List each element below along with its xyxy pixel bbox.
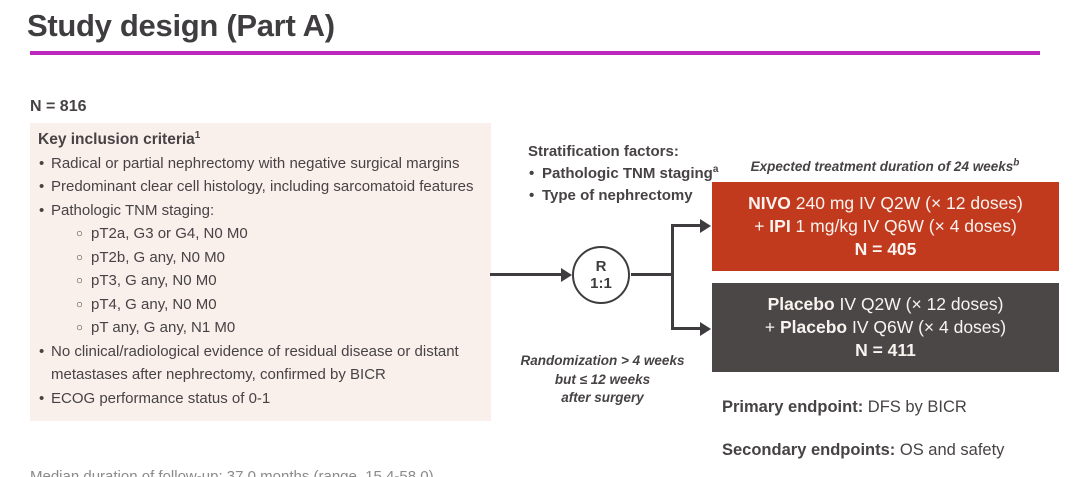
footnote-clipped: Median duration of follow-up: 37.0 month…	[30, 469, 730, 477]
arrowhead-to-randomization	[561, 267, 572, 282]
staging-sub-bullet: pT4, G any, N0 M0	[76, 293, 485, 316]
secondary-endpoint-line: Secondary endpoints: OS and safety	[722, 441, 1005, 459]
staging-sub-bullet: pT any, G any, N1 M0	[76, 316, 485, 340]
arrowhead-to-placebo-arm	[700, 321, 711, 336]
placebo-arm-box: Placebo IV Q2W (× 12 doses) + Placebo IV…	[712, 283, 1059, 372]
arm-regimen-line2: + Placebo IV Q6W (× 4 doses)	[764, 317, 1007, 337]
randomization-timing-note: Randomization > 4 weeks but ≤ 12 weeks a…	[520, 353, 685, 405]
title-divider	[30, 51, 1040, 55]
footnote-marker-b: b	[1013, 157, 1020, 169]
staging-sub-bullet: pT2a, G3 or G4, N0 M0	[76, 222, 485, 246]
flow-branch-vertical-line	[671, 224, 674, 330]
inclusion-criteria-panel: Key inclusion criteria1 Radical or parti…	[30, 123, 491, 421]
staging-sub-bullet: pT2b, G any, N0 M0	[76, 246, 485, 269]
flow-branch-bottom-line	[671, 327, 701, 330]
inclusion-bullet: Predominant clear cell histology, includ…	[38, 175, 485, 199]
arm-regimen-line1: Placebo IV Q2W (× 12 doses)	[767, 294, 1004, 314]
stratification-heading: Stratification factors:	[528, 143, 679, 160]
inclusion-bullet: ECOG performance status of 0-1	[38, 387, 485, 411]
treatment-duration-note: Expected treatment duration of 24 weeksb	[750, 157, 1020, 174]
arm-n-label: N = 411	[855, 340, 916, 360]
randomization-ratio: 1:1	[590, 275, 612, 292]
nivo-ipi-arm-box: NIVO 240 mg IV Q2W (× 12 doses) + IPI 1 …	[712, 182, 1059, 271]
arm-n-label: N = 405	[854, 239, 917, 259]
stratification-item: Pathologic TNM staginga	[528, 163, 718, 185]
stratification-item: Type of nephrectomy	[528, 185, 718, 207]
primary-endpoint-line: Primary endpoint: DFS by BICR	[722, 398, 967, 416]
inclusion-bullet: Pathologic TNM staging:	[38, 199, 485, 223]
total-enrollment-label: N = 816	[30, 98, 87, 115]
stratification-block: Stratification factors: Pathologic TNM s…	[528, 141, 718, 207]
arrowhead-to-nivo-arm	[700, 218, 711, 233]
footnote-marker-1: 1	[194, 129, 201, 141]
flow-line-from-randomization	[631, 273, 674, 276]
arm-regimen-line1: NIVO 240 mg IV Q2W (× 12 doses)	[748, 193, 1023, 213]
inclusion-bullet: Radical or partial nephrectomy with nega…	[38, 152, 485, 176]
arm-regimen-line2: + IPI 1 mg/kg IV Q6W (× 4 doses)	[754, 216, 1017, 236]
flow-branch-top-line	[671, 224, 701, 227]
randomization-symbol: R	[595, 258, 607, 275]
inclusion-bullet: No clinical/radiological evidence of res…	[38, 340, 485, 387]
staging-sub-bullet: pT3, G any, N0 M0	[76, 269, 485, 293]
randomization-circle: R 1:1	[572, 246, 630, 304]
inclusion-heading: Key inclusion criteria1	[38, 129, 201, 148]
flow-line-to-randomization	[490, 273, 562, 276]
footnote-marker-a: a	[712, 164, 719, 175]
page-title: Study design (Part A)	[27, 8, 335, 43]
